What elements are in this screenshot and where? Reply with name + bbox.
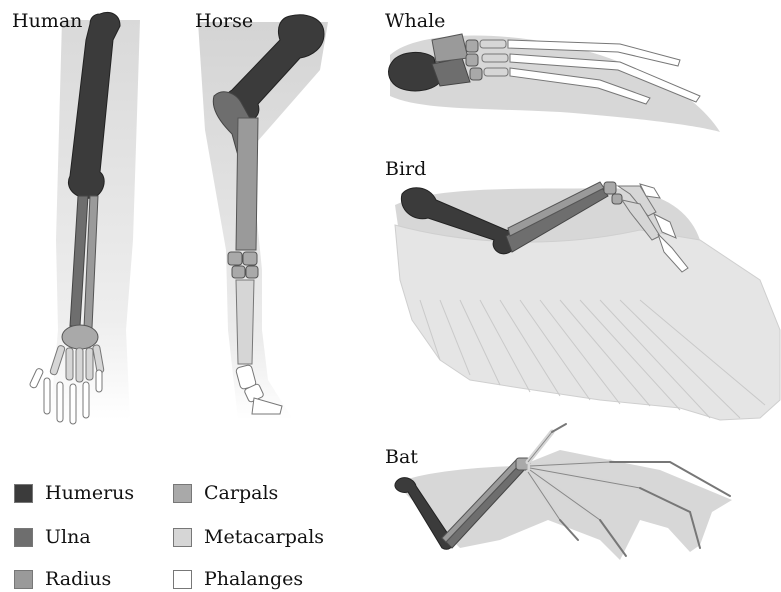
label-horse: Horse: [195, 12, 253, 31]
legend-label-radius: Radius: [45, 568, 111, 590]
legend-swatch-radius: [14, 570, 33, 589]
legend-label-humerus: Humerus: [45, 482, 134, 504]
label-bird: Bird: [385, 160, 426, 179]
legend-item-humerus: Humerus: [14, 482, 134, 504]
horse-radius: [236, 118, 258, 250]
bird-wing-feathers: [395, 225, 780, 420]
legend-swatch-humerus: [14, 484, 33, 503]
label-bat: Bat: [385, 448, 418, 467]
horse-metacarpals: [236, 280, 254, 364]
human-carpals: [62, 325, 98, 349]
whale-humerus: [389, 52, 440, 91]
human-arm: [29, 13, 140, 425]
legend-label-carpals: Carpals: [204, 482, 278, 504]
legend-item-radius: Radius: [14, 568, 111, 590]
legend-swatch-phalanges: [173, 570, 192, 589]
legend-item-carpals: Carpals: [173, 482, 278, 504]
horse-leg: [198, 15, 328, 420]
whale-metacarpals: [480, 40, 508, 76]
legend-swatch-ulna: [14, 528, 33, 547]
legend-swatch-carpals: [173, 484, 192, 503]
bat-wing: [395, 424, 732, 560]
legend-label-phalanges: Phalanges: [204, 568, 303, 590]
legend-item-metacarpals: Metacarpals: [173, 526, 324, 548]
label-human: Human: [12, 12, 82, 31]
legend-item-ulna: Ulna: [14, 526, 91, 548]
legend-item-phalanges: Phalanges: [173, 568, 303, 590]
legend-swatch-metacarpals: [173, 528, 192, 547]
legend-label-metacarpals: Metacarpals: [204, 526, 324, 548]
bird-wing: [395, 182, 780, 420]
legend-label-ulna: Ulna: [45, 526, 91, 548]
label-whale: Whale: [385, 12, 445, 31]
whale-flipper: [389, 34, 720, 132]
